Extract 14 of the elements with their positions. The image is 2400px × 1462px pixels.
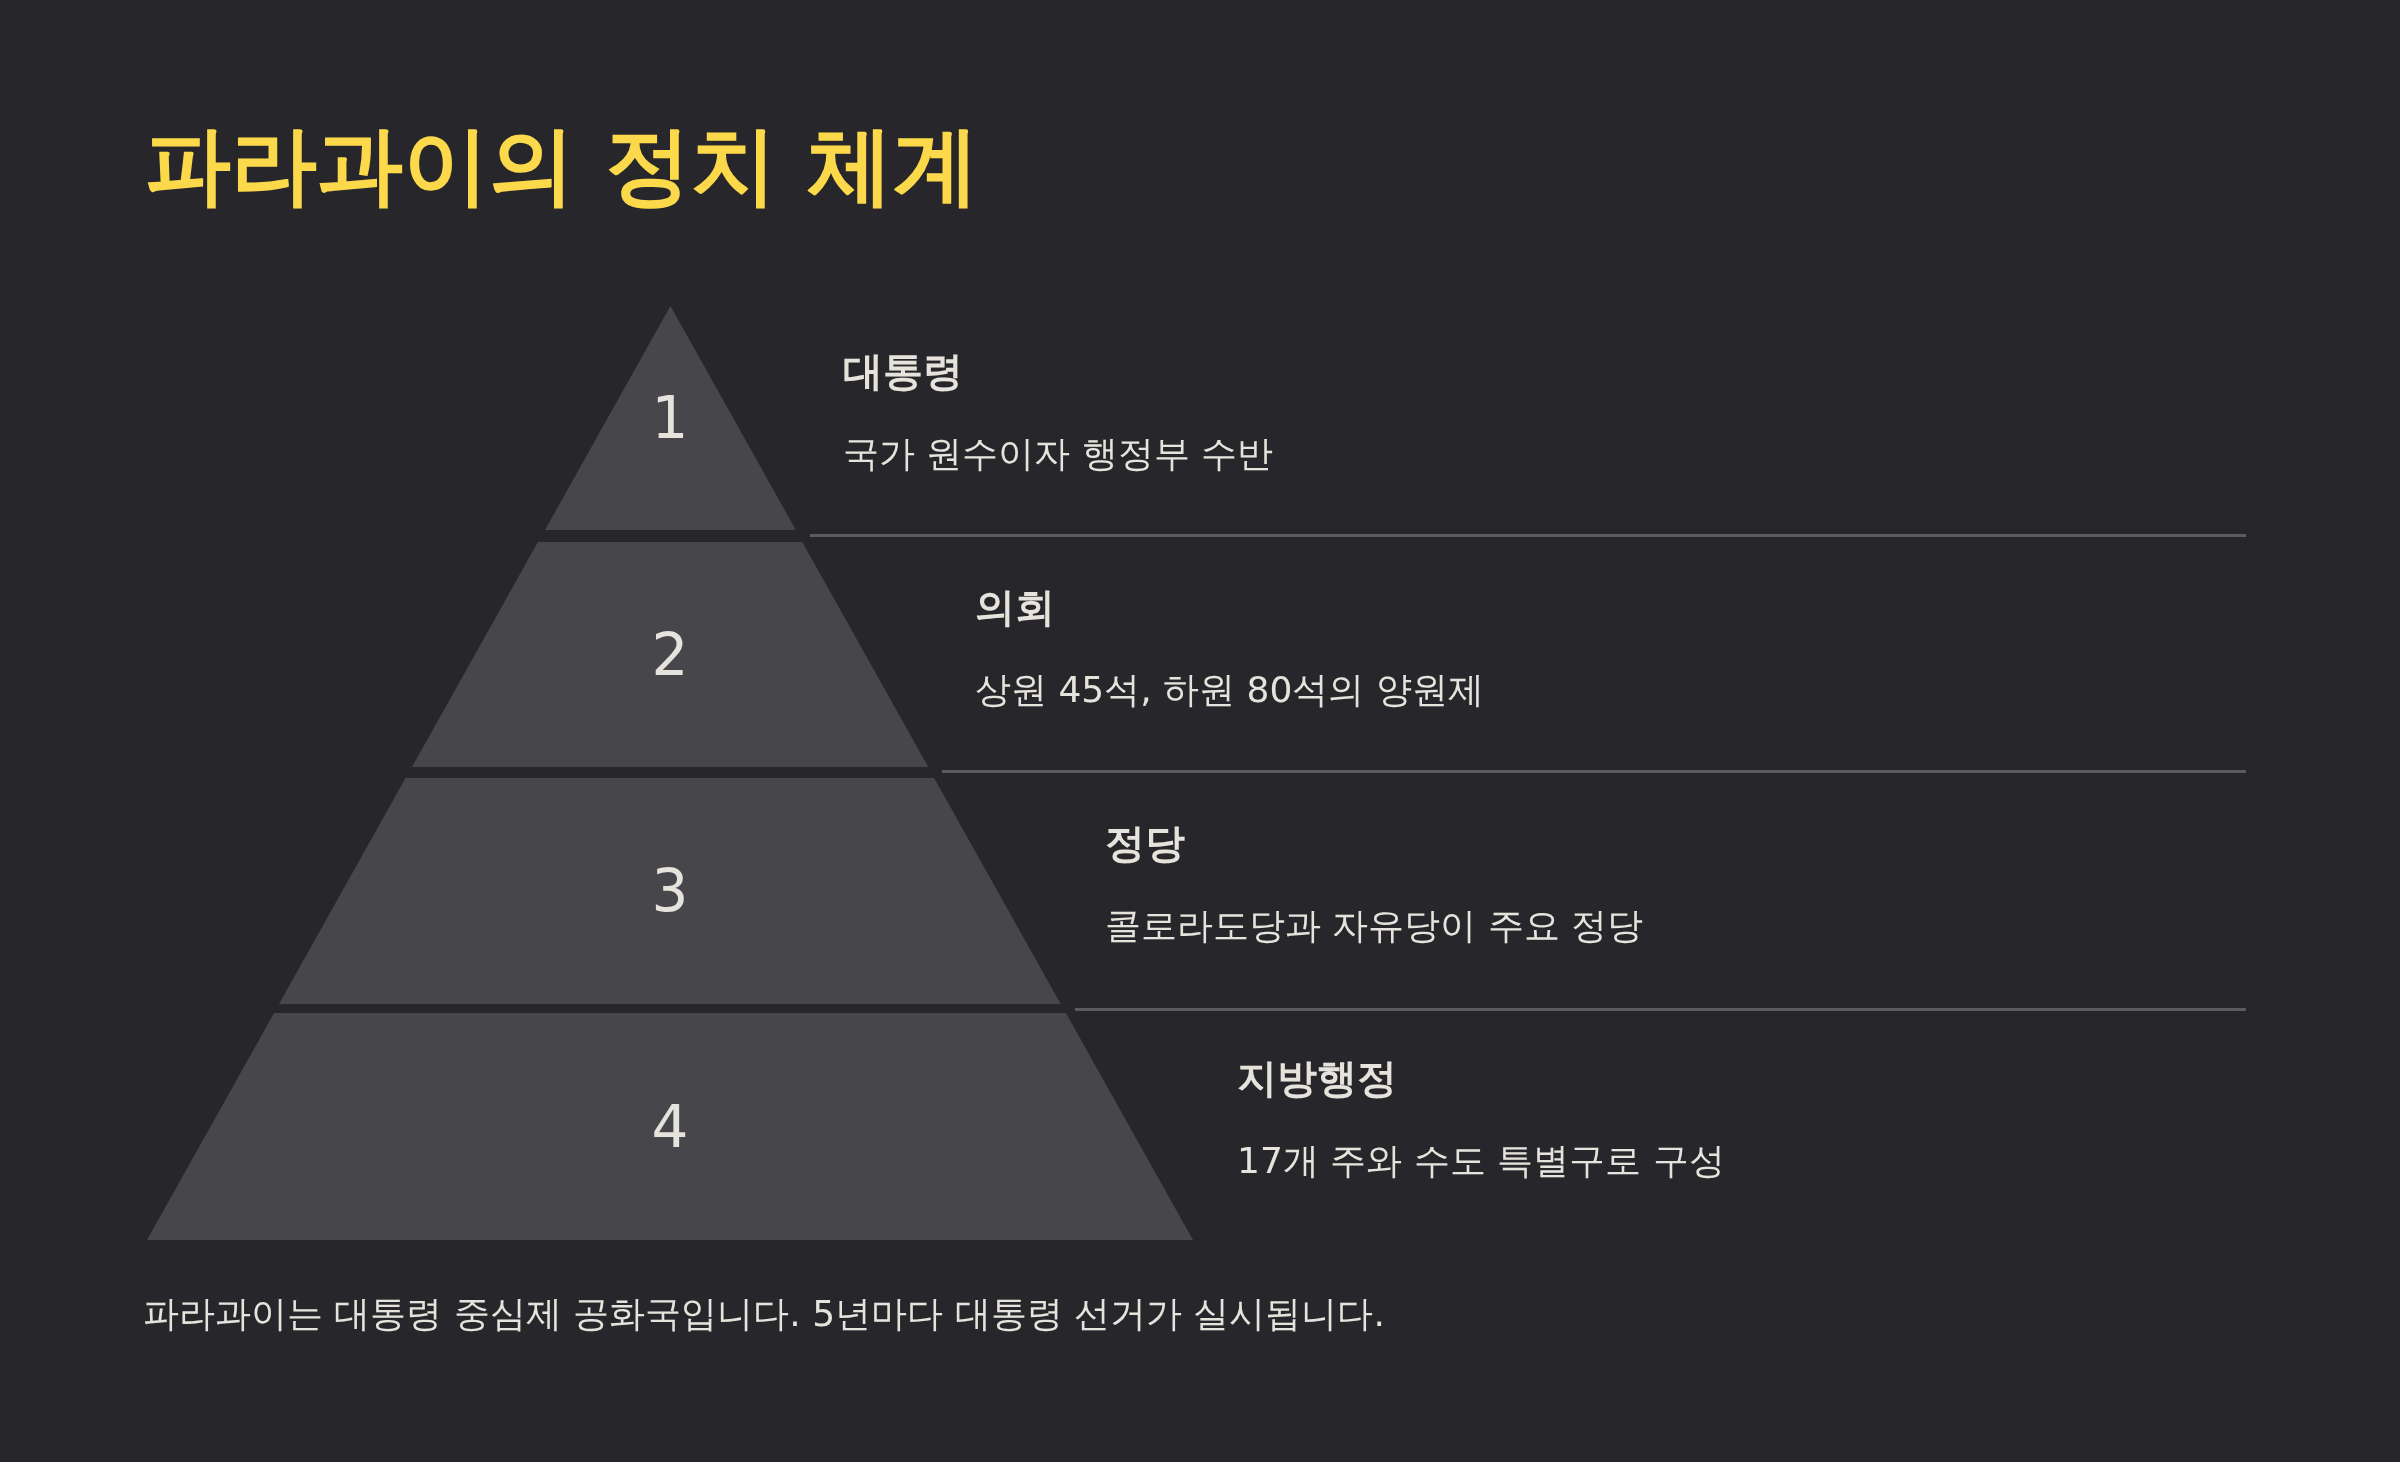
tier-heading: 지방행정 xyxy=(1237,1054,1397,1103)
tier-heading: 정당 xyxy=(1105,819,1185,868)
title: 파라과이의 정치 체계 xyxy=(145,114,979,217)
caption: 파라과이는 대통령 중심제 공화국입니다. 5년마다 대통령 선거가 실시됩니다. xyxy=(143,1292,1385,1336)
tier-number: 2 xyxy=(651,620,689,689)
tier-description: 상원 45석, 하원 80석의 양원제 xyxy=(975,668,1484,712)
tier-description: 17개 주와 수도 특별구로 구성 xyxy=(1237,1139,1725,1183)
tier-heading: 대통령 xyxy=(843,347,963,396)
tier-heading: 의회 xyxy=(975,583,1055,632)
tier-number: 1 xyxy=(651,384,689,452)
tier-description: 콜로라도당과 자유당이 주요 정당 xyxy=(1105,904,1644,948)
tier-number: 4 xyxy=(651,1092,689,1161)
tier-number: 3 xyxy=(651,857,689,925)
tier-description: 국가 원수이자 행정부 수반 xyxy=(843,432,1274,476)
